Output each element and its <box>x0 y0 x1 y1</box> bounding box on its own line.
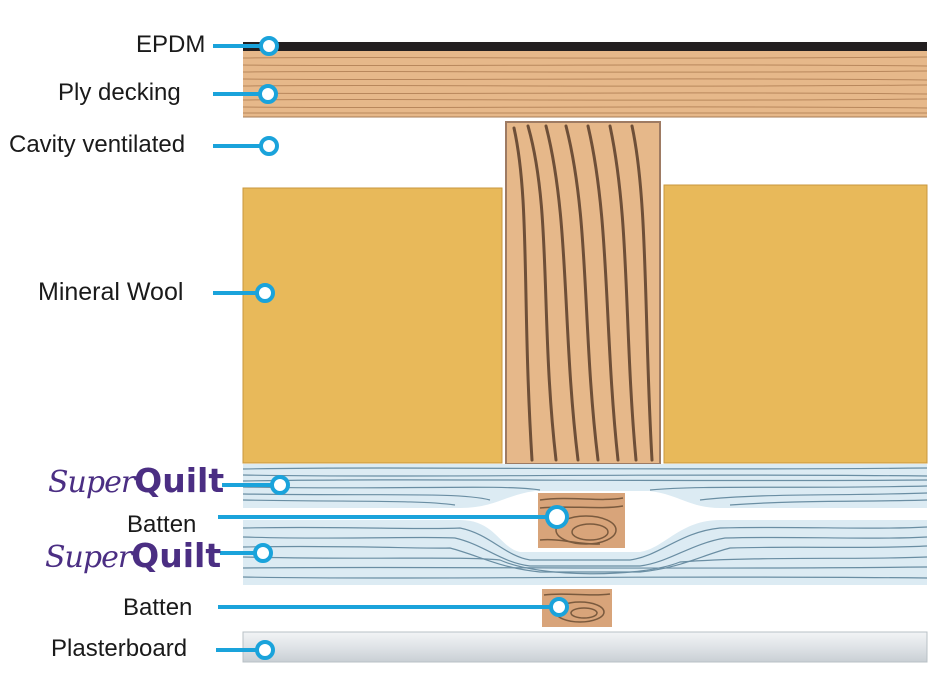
timber-rafter <box>505 121 661 465</box>
superquilt-layer-2 <box>242 520 928 585</box>
brand-prefix: Super <box>45 540 132 575</box>
leader-superquilt-2 <box>220 543 273 563</box>
label-mineral-wool: Mineral Wool <box>38 278 184 306</box>
epdm-membrane <box>243 42 927 51</box>
brand-prefix: Super <box>48 465 135 500</box>
leader-cavity-ventilated <box>213 136 279 156</box>
mineral-wool-left <box>242 187 503 464</box>
label-ply-decking: Ply decking <box>58 79 181 106</box>
label-plasterboard: Plasterboard <box>51 635 188 662</box>
leader-superquilt-1 <box>222 475 290 495</box>
ply-decking <box>242 51 928 118</box>
leader-mineral-wool <box>213 283 275 303</box>
brand-superquilt-1: SuperQuilt <box>48 464 224 498</box>
label-cavity-ventilated: Cavity ventilated <box>9 131 186 158</box>
brand-superquilt-2: SuperQuilt <box>45 539 221 573</box>
label-batten-2: Batten <box>123 594 193 621</box>
leader-batten-2 <box>218 597 569 617</box>
label-batten-1: Batten <box>127 511 197 538</box>
brand-suffix: Quilt <box>131 536 222 575</box>
leader-ply-decking <box>213 84 278 104</box>
leader-epdm <box>213 36 279 56</box>
superquilt-layer-1 <box>242 464 928 508</box>
leader-lines <box>213 36 569 660</box>
leader-batten-1 <box>218 505 569 529</box>
mineral-wool-right <box>663 184 928 464</box>
plasterboard-layer <box>242 631 928 663</box>
leader-plasterboard <box>216 640 275 660</box>
label-epdm: EPDM <box>136 31 206 58</box>
brand-suffix: Quilt <box>134 461 225 500</box>
